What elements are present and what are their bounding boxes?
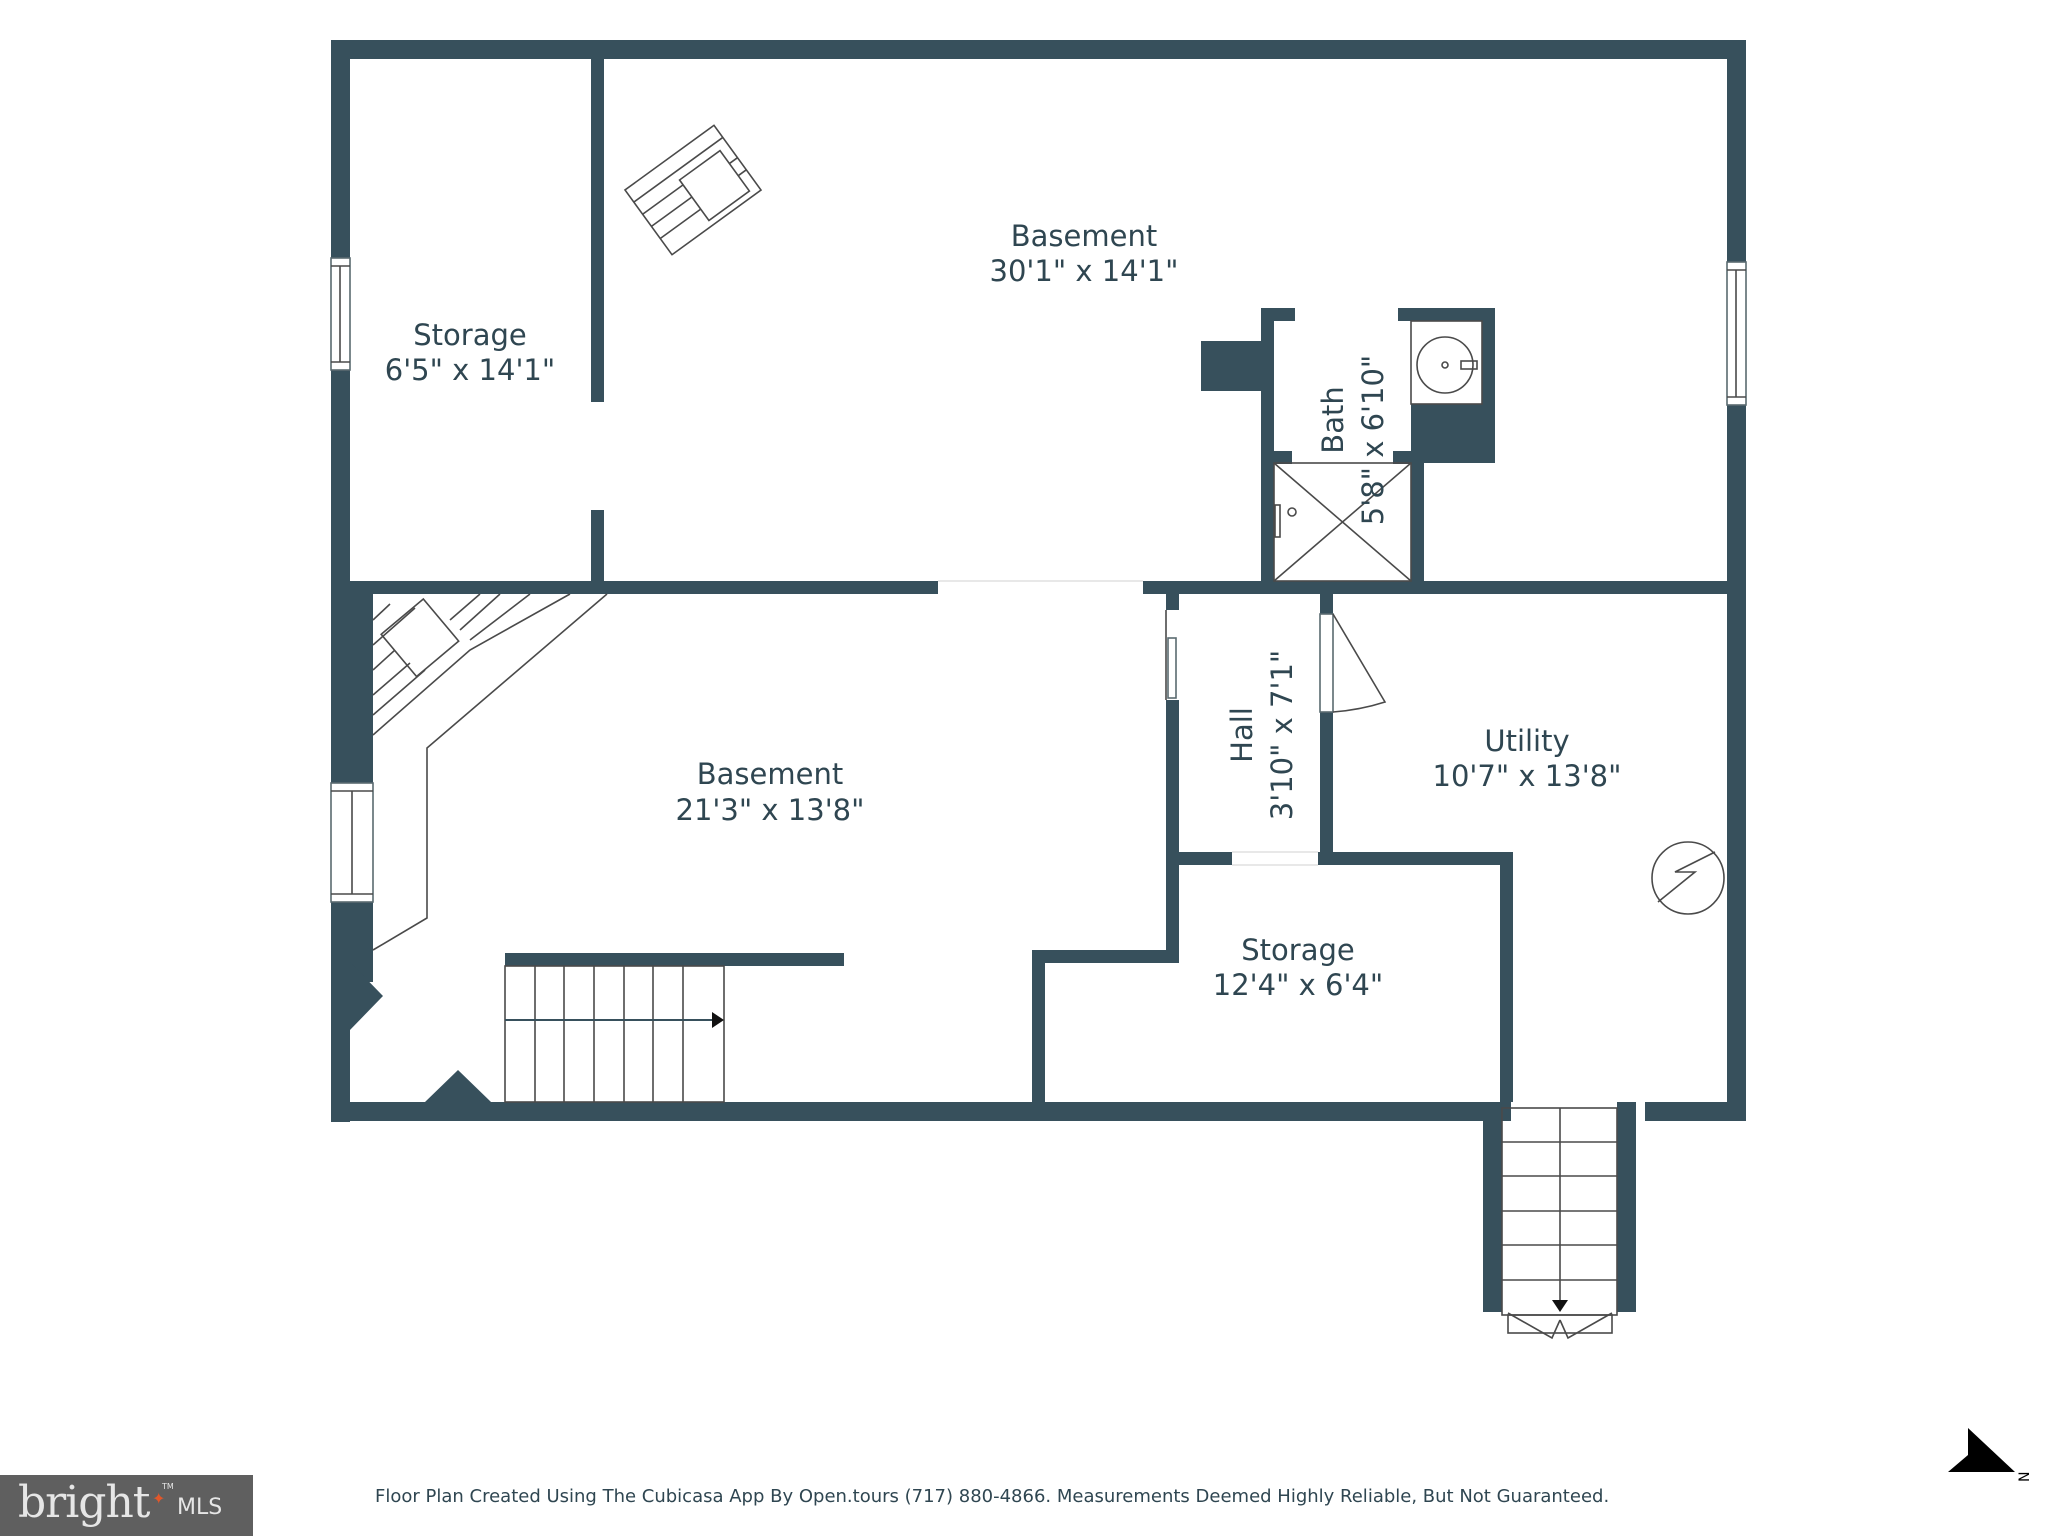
room-label-storage-lower: Storage 12'4" x 6'4": [1213, 933, 1383, 1002]
svg-text:Storage: Storage: [413, 318, 526, 352]
exterior-stair-walls: [1483, 1102, 1636, 1312]
interior-stairs: [504, 965, 725, 1103]
svg-text:30'1" x 14'1": 30'1" x 14'1": [990, 254, 1179, 288]
svg-text:21'3" x 13'8": 21'3" x 13'8": [676, 793, 865, 827]
stair-arrow-icon: [712, 1012, 724, 1028]
corner-wedge-left: [350, 962, 383, 1030]
electrical-panel-icon: [1651, 841, 1725, 915]
window-right: [1726, 261, 1747, 406]
svg-text:10'7" x 13'8": 10'7" x 13'8": [1433, 759, 1622, 793]
svg-text:5'8" x 6'10": 5'8" x 6'10": [1356, 355, 1390, 525]
fireplace-symbol: [623, 124, 763, 256]
svg-text:Utility: Utility: [1484, 724, 1569, 758]
window-left-upper: [330, 257, 351, 371]
shower: [1273, 462, 1412, 582]
compass-label: N: [2017, 1472, 2033, 1482]
svg-text:Basement: Basement: [697, 757, 843, 791]
stair-down-arrow-icon: [1552, 1300, 1568, 1312]
room-label-basement-lower: Basement 21'3" x 13'8": [676, 757, 865, 827]
footer-credit: Floor Plan Created Using The Cubicasa Ap…: [375, 1486, 1610, 1507]
svg-text:Storage: Storage: [1241, 933, 1354, 967]
svg-text:Hall: Hall: [1225, 707, 1259, 763]
logo-suffix-text: MLS: [177, 1495, 223, 1520]
utility-door: [1319, 613, 1387, 713]
interior-walls: [331, 40, 1746, 1110]
exterior-stairs: [1501, 1107, 1618, 1340]
logo-star-icon: ✦: [152, 1489, 166, 1508]
room-label-bath: Bath 5'8" x 6'10": [1316, 355, 1390, 525]
svg-text:12'4" x 6'4": 12'4" x 6'4": [1213, 968, 1383, 1002]
windows: [330, 257, 1747, 903]
corner-wedge-bottom: [425, 1070, 491, 1102]
svg-text:3'10" x 7'1": 3'10" x 7'1": [1265, 650, 1299, 820]
room-label-basement-upper: Basement 30'1" x 14'1": [990, 219, 1179, 288]
bath-walls: [1201, 308, 1495, 581]
room-label-hall: Hall 3'10" x 7'1": [1225, 650, 1299, 820]
north-arrow-icon: N: [1948, 1428, 2033, 1482]
logo-brand-text: bright: [18, 1477, 150, 1528]
room-label-utility: Utility 10'7" x 13'8": [1433, 724, 1622, 793]
svg-text:Basement: Basement: [1011, 219, 1157, 253]
hatched-stair-corner: [372, 593, 608, 951]
bright-mls-logo: bright ✦ TM MLS: [0, 1475, 253, 1536]
hall-pocket-door: [1165, 610, 1177, 700]
window-left-lower: [330, 782, 374, 903]
svg-text:Bath: Bath: [1316, 386, 1350, 453]
sink: [1410, 320, 1483, 405]
svg-text:6'5" x 14'1": 6'5" x 14'1": [385, 353, 555, 387]
room-label-storage-upper: Storage 6'5" x 14'1": [385, 318, 555, 387]
logo-trademark: TM: [162, 1482, 174, 1491]
